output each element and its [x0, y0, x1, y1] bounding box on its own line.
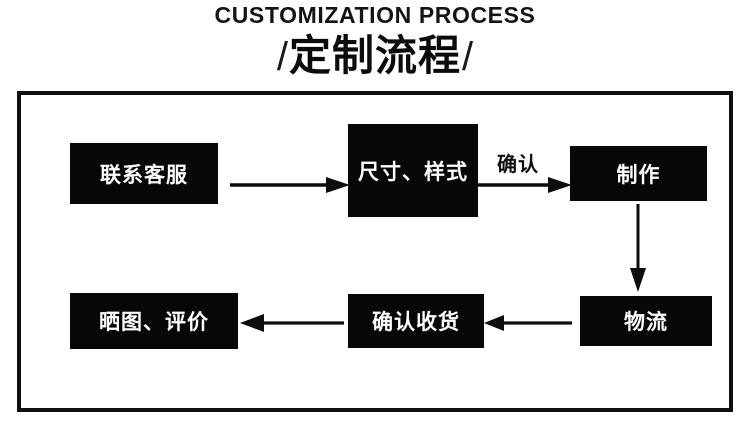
title-chinese-text: 定制流程 [288, 32, 461, 79]
arrow-left-icon-logistics-to-receipt [484, 315, 572, 331]
page-title-chinese: /定制流程/ [0, 30, 750, 83]
arrow-right-icon-contact-to-spec [230, 177, 350, 193]
title-slash-right: / [462, 35, 474, 79]
arrow-right-icon-spec-to-produce [476, 177, 572, 193]
process-node-size-style: 尺寸、样式 [348, 124, 478, 217]
process-node-production: 制作 [570, 146, 707, 201]
process-node-contact-service: 联系客服 [70, 143, 218, 204]
connector-label-confirm: 确认 [497, 154, 539, 176]
process-node-share-review: 晒图、评价 [70, 293, 238, 349]
process-node-confirm-receipt: 确认收货 [348, 294, 484, 348]
title-slash-left: / [276, 35, 288, 79]
process-node-logistics: 物流 [580, 296, 712, 346]
page-title-english: CUSTOMIZATION PROCESS [214, 2, 536, 28]
arrow-down-icon-produce-to-logistics [630, 204, 646, 292]
arrow-left-icon-receipt-to-review [240, 314, 344, 332]
